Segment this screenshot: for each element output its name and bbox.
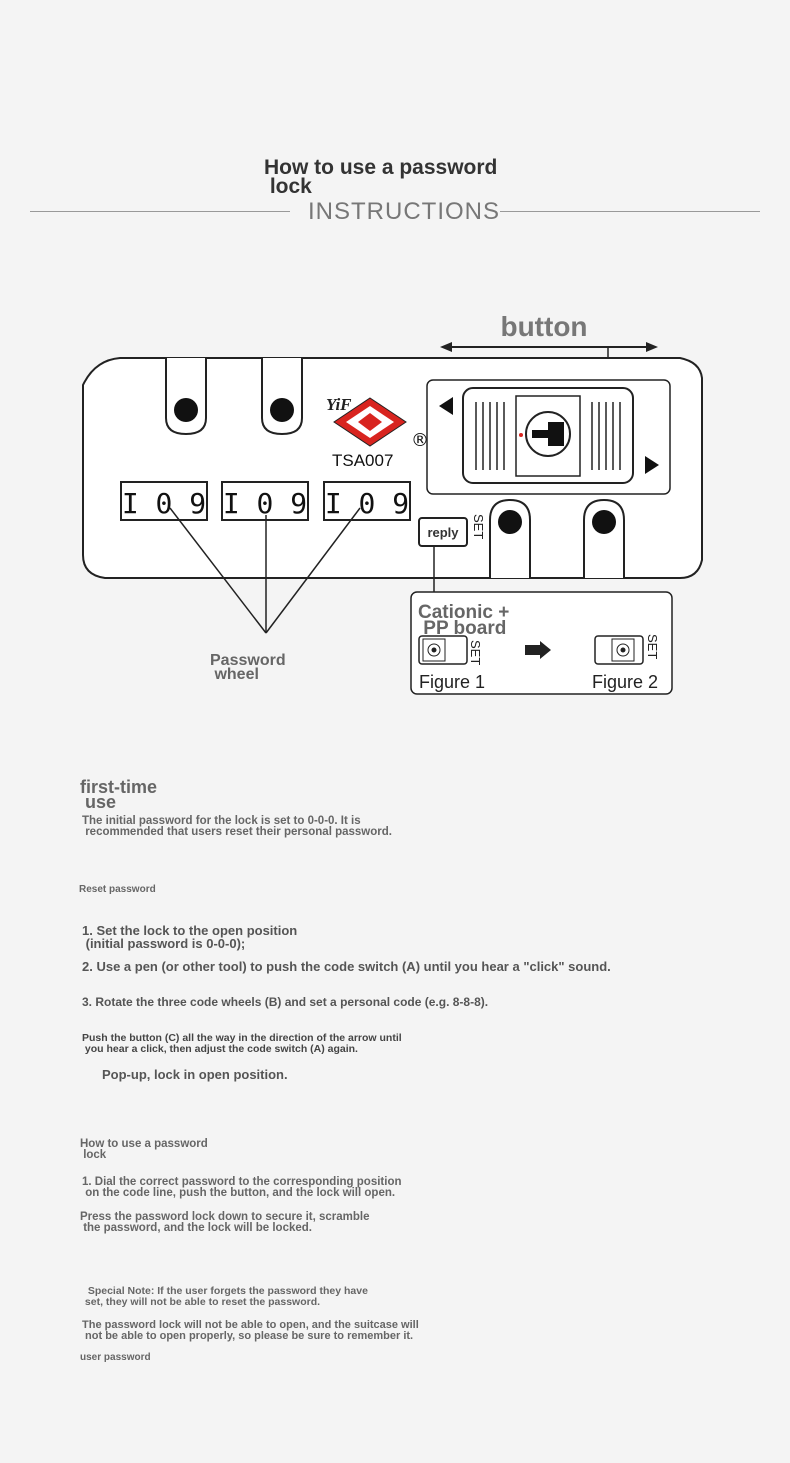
figure-inset: SET SET Figure 1 Figure 2 [410, 591, 673, 695]
set-label-figure1: SET [468, 640, 483, 665]
set-label: SET [471, 514, 486, 539]
wheel-digits: I 0 9 [325, 487, 409, 520]
subtitle: INSTRUCTIONS [308, 198, 500, 225]
reset-push-instruction: Push the button (C) all the way in the d… [82, 1032, 402, 1055]
password-wheel-2: I 0 9 [221, 481, 309, 521]
shackle-slot-bottom-left [489, 498, 531, 578]
first-use-heading: first-time use [80, 777, 158, 812]
figure1-label: Figure 1 [419, 672, 485, 692]
right-arrow-icon [525, 641, 551, 659]
wheel-callout-lines [169, 507, 361, 634]
footer-label: user password [80, 1352, 151, 1363]
divider-right [500, 211, 760, 212]
inset-title: Cationic + PP board [418, 602, 510, 639]
shackle-slot-middle [261, 358, 303, 436]
password-wheel-1: I 0 9 [120, 481, 208, 521]
button-label: button [500, 311, 587, 342]
first-use-text: The initial password for the lock is set… [82, 815, 392, 838]
page-title: How to use a password lock [264, 156, 498, 198]
shackle-slot-bottom-right [583, 498, 625, 578]
model-label: TSA007 [332, 451, 393, 470]
reset-step-3: 3. Rotate the three code wheels (B) and … [82, 995, 489, 1009]
wheel-digits: I 0 9 [122, 487, 206, 520]
special-note: Special Note: If the user forgets the pa… [84, 1285, 368, 1308]
usage-step-2: Press the password lock down to secure i… [80, 1211, 370, 1234]
reset-step-1: 1. Set the lock to the open position (in… [82, 923, 298, 951]
reset-step-2: 2. Use a pen (or other tool) to push the… [82, 959, 611, 974]
password-wheel-label: Password wheel [210, 652, 286, 683]
reply-label: reply [427, 525, 459, 540]
tsa-logo-icon [333, 397, 407, 447]
slider-button [426, 379, 671, 495]
usage-heading: How to use a password lock [80, 1138, 208, 1161]
lock-diagram: button YiF ® TSA007 I 0 9 I 0 9 I 0 9 [82, 311, 703, 695]
reply-switch: reply [418, 517, 468, 592]
brand-mark: YiF [326, 395, 352, 414]
reset-popup-note: Pop-up, lock in open position. [102, 1067, 288, 1082]
reset-heading: Reset password [79, 884, 156, 895]
registered-mark: ® [411, 430, 429, 451]
password-wheel-3: I 0 9 [323, 481, 411, 521]
warning-note: The password lock will not be able to op… [82, 1319, 419, 1342]
usage-step-1: 1. Dial the correct password to the corr… [82, 1176, 402, 1199]
figure2-label: Figure 2 [592, 672, 658, 692]
divider-left [30, 211, 290, 212]
set-label-figure2: SET [645, 634, 660, 659]
wheel-digits: I 0 9 [223, 487, 307, 520]
shackle-slot-left [165, 358, 207, 436]
